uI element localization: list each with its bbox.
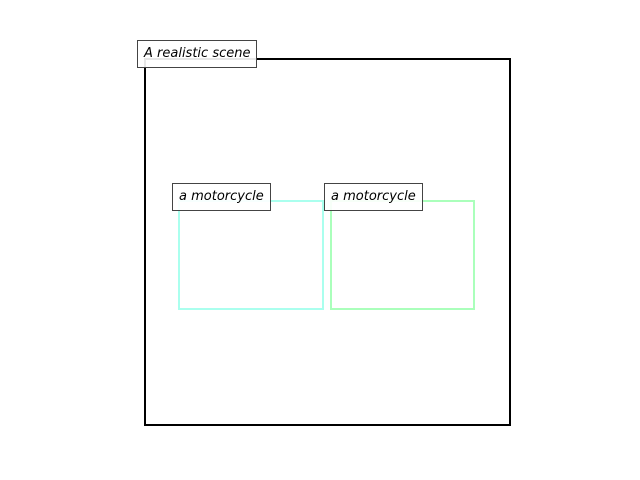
object-box-motorcycle-2 — [330, 200, 475, 310]
scene-label: A realistic scene — [137, 40, 258, 68]
object-label-motorcycle-2: a motorcycle — [324, 183, 423, 211]
object-label-motorcycle-1: a motorcycle — [172, 183, 271, 211]
scene-frame — [144, 58, 511, 426]
object-box-motorcycle-1 — [178, 200, 324, 310]
